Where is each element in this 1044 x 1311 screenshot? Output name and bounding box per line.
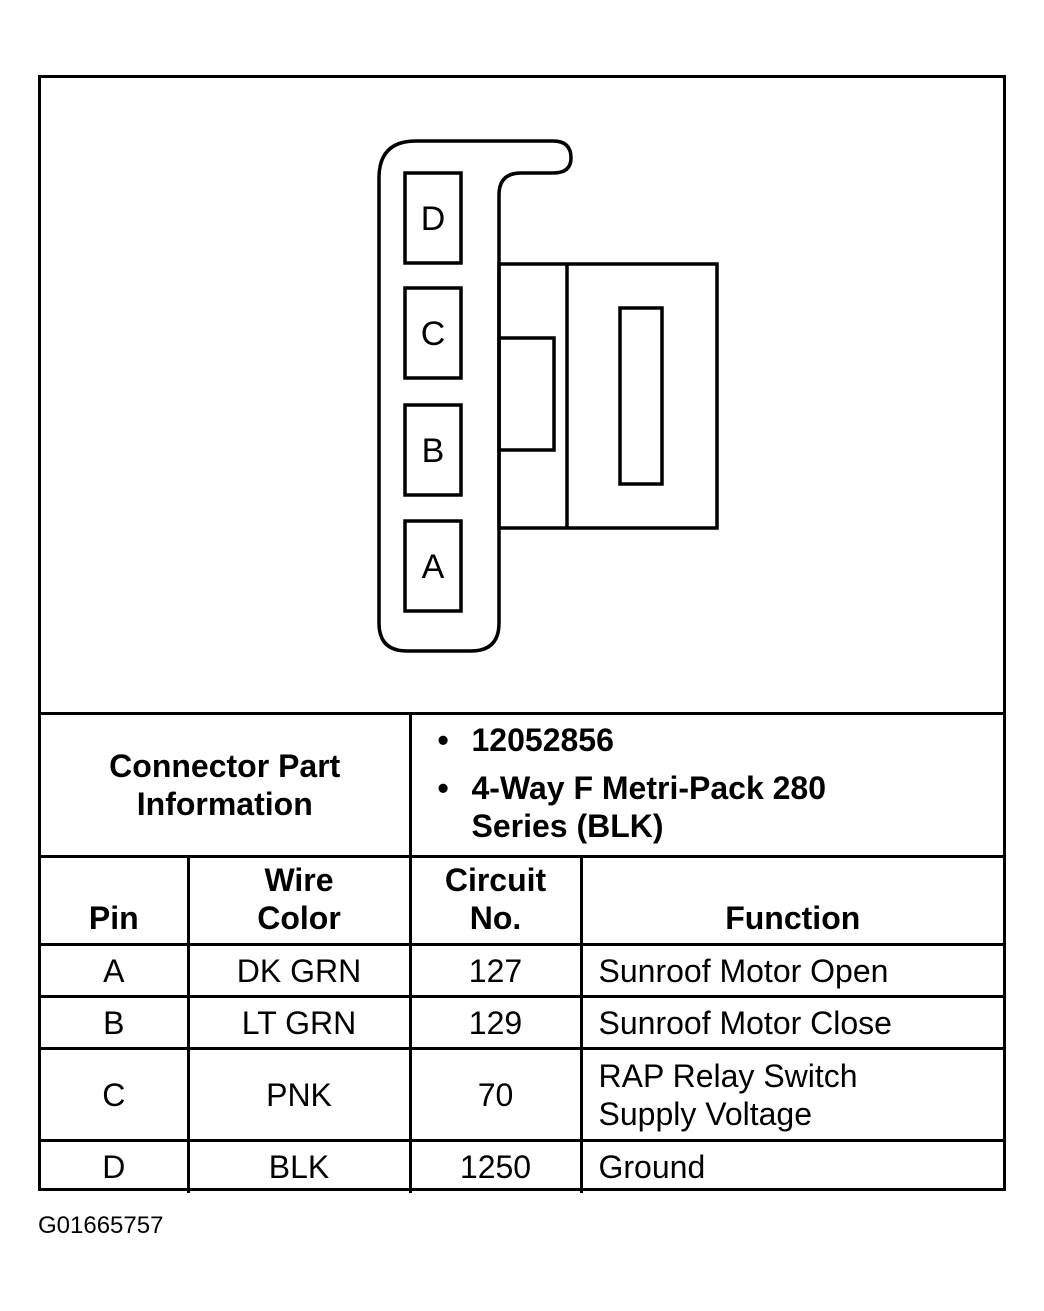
figure-id: G01665757 [38, 1212, 164, 1239]
pin-label-d: D [421, 200, 446, 238]
cell-function: Sunroof Motor Open [579, 943, 1003, 998]
cell-pin: B [41, 995, 190, 1050]
connector-info-table: Connector Part Information 12052856 4-Way… [41, 712, 1003, 1193]
pin-label-b: B [422, 432, 445, 470]
cell-wire-color: DK GRN [186, 943, 412, 998]
cell-wire-color: BLK [186, 1139, 412, 1193]
header-function: Function [579, 855, 1003, 945]
pin-cavity-d [403, 171, 463, 265]
pin-cavity-b [403, 403, 463, 497]
cell-pin: D [41, 1139, 190, 1193]
part-info-item: 12052856 [438, 721, 1004, 759]
cell-function: RAP Relay Switch Supply Voltage [579, 1047, 1003, 1142]
pin-label-c: C [421, 315, 446, 353]
cell-pin: A [41, 943, 190, 998]
connector-body-outline [377, 139, 573, 653]
cell-wire-color: LT GRN [186, 995, 412, 1050]
header-wire-color: Wire Color [186, 855, 412, 945]
part-info-label: Connector Part Information [41, 712, 412, 858]
pin-cavity-c [403, 286, 463, 380]
cell-circuit: 70 [408, 1047, 583, 1142]
header-pin: Pin [41, 855, 190, 945]
latch-slot [618, 306, 664, 486]
part-info-values: 12052856 4-Way F Metri-Pack 280 Series (B… [408, 712, 1004, 858]
pin-cavity-a [403, 519, 463, 613]
cell-function: Ground [579, 1139, 1003, 1193]
connector-diagram: D C B A [41, 78, 1003, 712]
connector-drawing: D C B A [377, 139, 719, 653]
cell-function: Sunroof Motor Close [579, 995, 1003, 1050]
header-circuit-no: Circuit No. [408, 855, 583, 945]
latch-tab [497, 336, 556, 452]
part-info-list: 12052856 4-Way F Metri-Pack 280 Series (B… [412, 715, 1004, 845]
pin-label-a: A [422, 548, 445, 586]
part-info-item: 4-Way F Metri-Pack 280 Series (BLK) [438, 769, 832, 845]
latch-housing [497, 262, 719, 530]
cell-circuit: 129 [408, 995, 583, 1050]
cell-wire-color: PNK [186, 1047, 412, 1142]
cell-pin: C [41, 1047, 190, 1142]
cell-circuit: 1250 [408, 1139, 583, 1193]
cell-circuit: 127 [408, 943, 583, 998]
